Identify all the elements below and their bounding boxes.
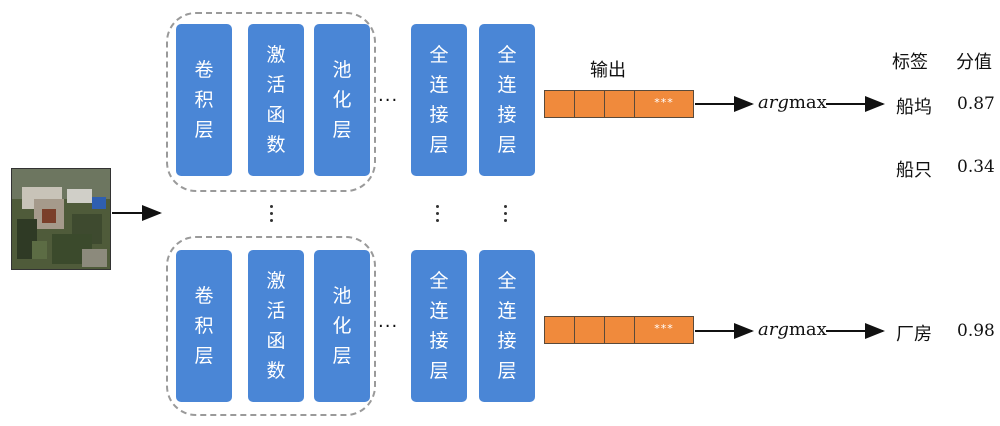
conv-layer-block-bottom: 卷 积 层 <box>176 250 232 402</box>
vertical-ellipsis-1 <box>270 205 274 226</box>
vertical-ellipsis-2 <box>436 205 440 226</box>
pool-layer-label: 池 化 层 <box>332 59 352 141</box>
score-column-header: 分值 <box>956 52 992 73</box>
result-score: 0.87 <box>957 94 995 114</box>
conv-layer-label: 卷 积 层 <box>194 285 214 367</box>
vertical-ellipsis-3 <box>504 205 508 226</box>
label-column-header: 标签 <box>892 52 928 73</box>
input-satellite-image <box>11 168 111 270</box>
activation-label: 激 活 函 数 <box>266 270 286 382</box>
ellipsis-top: ··· <box>378 90 399 111</box>
output-vector-bottom: *** <box>544 316 694 344</box>
fc-layer-1-block-top: 全 连 接 层 <box>411 24 467 176</box>
fc-layer-2-block-top: 全 连 接 层 <box>479 24 535 176</box>
vector-ellipsis: *** <box>635 317 693 343</box>
pool-layer-block-top: 池 化 层 <box>314 24 370 176</box>
fc-layer-2-block-bottom: 全 连 接 层 <box>479 250 535 402</box>
fc-layer-1-label: 全 连 接 层 <box>429 44 449 156</box>
argmax-top: argmax <box>758 92 827 113</box>
activation-block-bottom: 激 活 函 数 <box>248 250 304 402</box>
conv-layer-block-top: 卷 积 层 <box>176 24 232 176</box>
vector-ellipsis: *** <box>635 91 693 117</box>
ellipsis-bottom: ··· <box>378 316 399 337</box>
argmax-bottom: argmax <box>758 319 827 340</box>
result-score: 0.34 <box>957 157 995 177</box>
result-label: 船只 <box>896 160 932 181</box>
activation-block-top: 激 活 函 数 <box>248 24 304 176</box>
fc-layer-2-label: 全 连 接 层 <box>497 270 517 382</box>
fc-layer-2-label: 全 连 接 层 <box>497 44 517 156</box>
output-header: 输出 <box>590 60 626 81</box>
fc-layer-1-label: 全 连 接 层 <box>429 270 449 382</box>
conv-layer-label: 卷 积 层 <box>194 59 214 141</box>
result-label: 厂房 <box>896 324 932 345</box>
pool-layer-label: 池 化 层 <box>332 285 352 367</box>
conv-group-bottom <box>166 236 376 416</box>
conv-group-top <box>166 12 376 192</box>
result-score: 0.98 <box>957 321 995 341</box>
activation-label: 激 活 函 数 <box>266 44 286 156</box>
result-label: 船坞 <box>896 97 932 118</box>
fc-layer-1-block-bottom: 全 连 接 层 <box>411 250 467 402</box>
output-vector-top: *** <box>544 90 694 118</box>
pool-layer-block-bottom: 池 化 层 <box>314 250 370 402</box>
